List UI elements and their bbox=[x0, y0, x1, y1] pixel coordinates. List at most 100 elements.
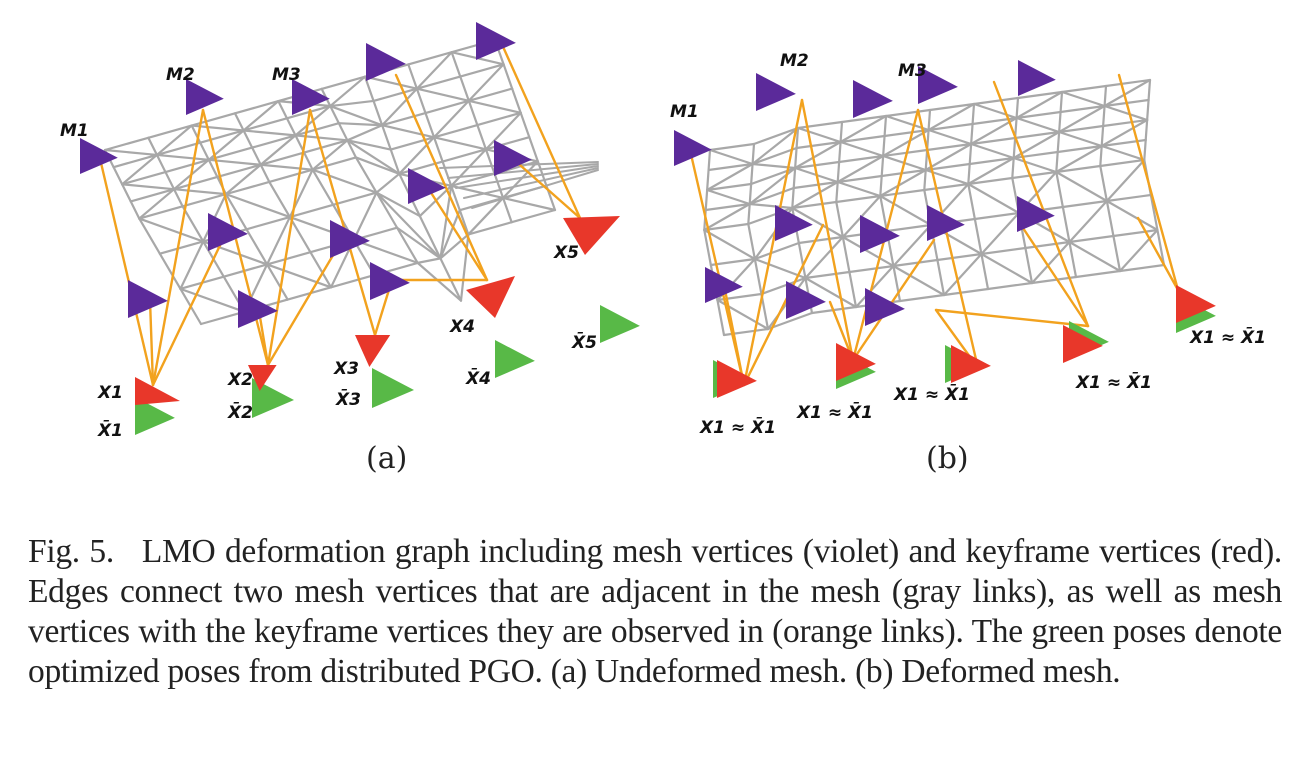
mesh-link bbox=[458, 209, 470, 236]
label-m2-a: M2 bbox=[166, 65, 195, 85]
mesh-vertex bbox=[786, 281, 826, 319]
mesh-link bbox=[924, 162, 971, 172]
mesh-vertex bbox=[1018, 60, 1056, 96]
mesh-link bbox=[199, 310, 246, 326]
mesh-link bbox=[753, 241, 800, 261]
mesh-link bbox=[164, 170, 176, 191]
mesh-link bbox=[1030, 240, 1071, 285]
observation-link bbox=[308, 108, 377, 337]
keyframe-vertex bbox=[1176, 285, 1216, 323]
mesh-link bbox=[511, 87, 522, 114]
mesh-link bbox=[747, 202, 751, 226]
keyframe-vertex bbox=[466, 276, 515, 318]
mesh-link bbox=[158, 252, 182, 290]
mesh-link bbox=[804, 276, 858, 309]
mesh-link bbox=[265, 263, 333, 289]
mesh-link bbox=[155, 124, 193, 157]
figure-caption: Fig. 5.LMO deformation graph including m… bbox=[28, 532, 1282, 692]
mesh-link bbox=[346, 139, 358, 159]
mesh-link bbox=[471, 169, 599, 209]
mesh-link bbox=[432, 136, 488, 151]
mesh-link bbox=[795, 126, 800, 150]
mesh-link bbox=[835, 180, 839, 204]
mesh-link bbox=[752, 126, 800, 146]
mesh-link bbox=[835, 194, 882, 204]
mesh-link bbox=[121, 170, 167, 186]
mesh-link bbox=[1146, 98, 1150, 122]
mesh-link bbox=[967, 176, 1014, 186]
mesh-link bbox=[892, 258, 939, 268]
mesh-link bbox=[704, 188, 709, 212]
mesh-link bbox=[129, 188, 176, 203]
mesh-vertex bbox=[408, 168, 446, 204]
mesh-link bbox=[1105, 199, 1159, 232]
mesh-link bbox=[320, 75, 367, 90]
mesh-vertex bbox=[756, 73, 796, 111]
mesh-link bbox=[536, 160, 548, 187]
mesh-link bbox=[1056, 144, 1103, 154]
mesh-link bbox=[708, 148, 754, 166]
mesh-link bbox=[375, 191, 399, 229]
mesh-link bbox=[1143, 138, 1147, 162]
mesh-link bbox=[1118, 228, 1159, 273]
mesh-link bbox=[839, 120, 844, 144]
label-m3-b: M3 bbox=[898, 61, 927, 81]
mesh-link bbox=[968, 156, 1015, 166]
mesh-link bbox=[268, 180, 291, 219]
mesh-link bbox=[259, 134, 297, 166]
mesh-link bbox=[880, 168, 927, 178]
mesh-link bbox=[836, 154, 885, 184]
mesh-link bbox=[766, 311, 814, 331]
mesh-link bbox=[501, 196, 513, 224]
mesh-link bbox=[926, 142, 973, 152]
mesh-link bbox=[928, 102, 976, 112]
mesh-link bbox=[791, 206, 844, 239]
mesh-link bbox=[265, 215, 291, 266]
mesh-vertex bbox=[366, 43, 406, 81]
keyframe-vertex bbox=[951, 345, 991, 383]
mesh-link bbox=[398, 136, 436, 175]
mesh-link bbox=[372, 99, 384, 127]
mesh-link bbox=[528, 136, 539, 163]
mesh-link bbox=[1100, 144, 1146, 162]
mesh-link bbox=[1100, 118, 1149, 148]
vertices-b bbox=[674, 60, 1216, 398]
observation-link bbox=[934, 308, 1090, 328]
mesh-link bbox=[840, 114, 888, 124]
mesh-link bbox=[242, 100, 280, 132]
mesh-link bbox=[1024, 246, 1034, 285]
mesh-link bbox=[432, 136, 444, 163]
mesh-link bbox=[121, 183, 176, 191]
mesh-link bbox=[268, 168, 314, 184]
mesh-link bbox=[942, 287, 990, 297]
mesh-link bbox=[1061, 199, 1108, 209]
mesh-link bbox=[372, 87, 419, 103]
mesh-link bbox=[432, 123, 479, 139]
mesh-link bbox=[1012, 156, 1058, 174]
mesh-link bbox=[936, 258, 946, 297]
mesh-link bbox=[103, 136, 150, 152]
mesh-link bbox=[251, 146, 262, 166]
mesh-link bbox=[459, 63, 505, 78]
mesh-link bbox=[707, 148, 712, 172]
mesh-link bbox=[797, 235, 844, 245]
mesh-link bbox=[794, 140, 842, 170]
observation-links-a bbox=[96, 38, 582, 387]
mesh-link bbox=[121, 183, 132, 203]
mesh-link bbox=[1015, 90, 1064, 120]
mesh-link bbox=[707, 162, 754, 172]
mesh-link bbox=[706, 188, 751, 206]
mesh-link bbox=[302, 139, 349, 154]
mesh-link bbox=[795, 140, 842, 150]
mesh-link bbox=[883, 114, 888, 138]
label-keyframe-3-b: X1 ≈ X̄1 bbox=[893, 383, 970, 405]
mesh-link bbox=[179, 240, 205, 290]
label-m1-a: M1 bbox=[60, 121, 89, 141]
mesh-link bbox=[1059, 90, 1064, 114]
mesh-link bbox=[329, 99, 375, 108]
mesh-link bbox=[1061, 205, 1071, 244]
mesh-link bbox=[447, 163, 599, 179]
mesh-link bbox=[463, 167, 599, 199]
mesh-link bbox=[804, 270, 851, 280]
mesh-link bbox=[838, 140, 842, 164]
